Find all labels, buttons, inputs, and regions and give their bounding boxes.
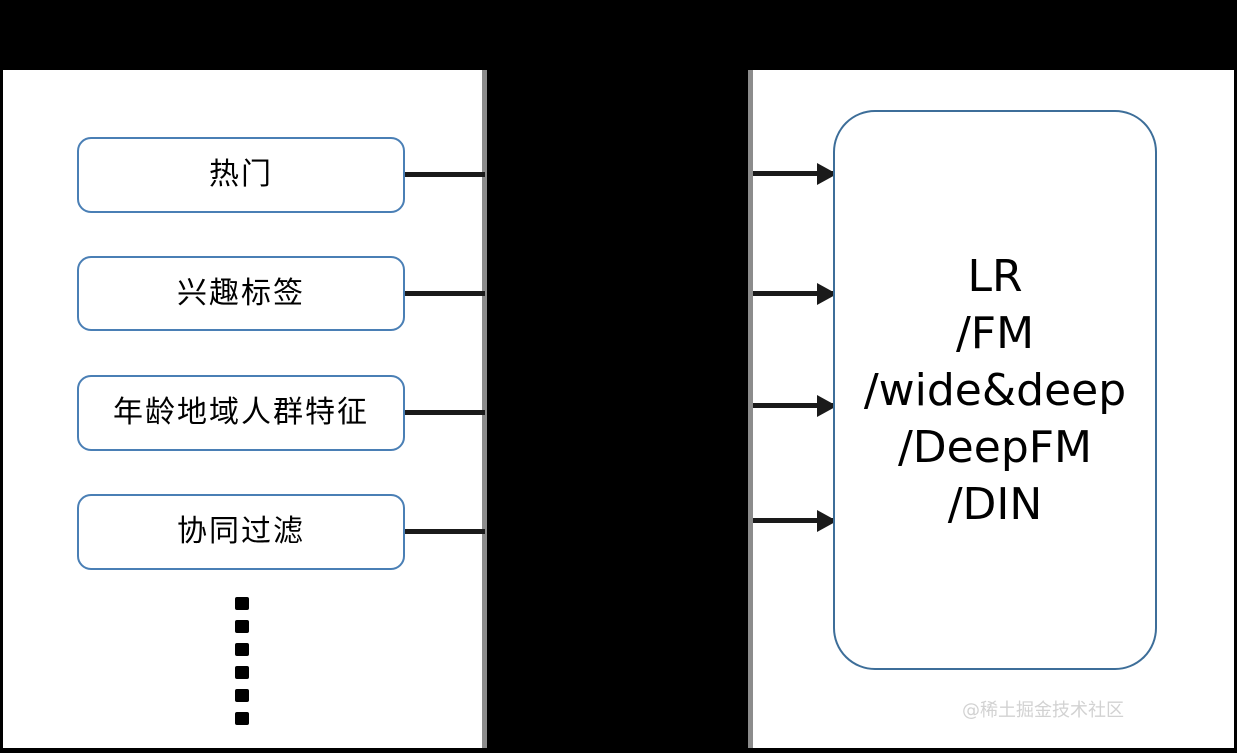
- ellipsis-dot: [235, 712, 249, 725]
- vertical-ellipsis-icon: [235, 597, 249, 725]
- arrow-head-icon: [817, 509, 837, 532]
- ellipsis-dot: [235, 689, 249, 702]
- ellipsis-dot: [235, 643, 249, 656]
- ellipsis-dot: [235, 666, 249, 679]
- connector-line-3: [405, 410, 485, 415]
- ranking-model-box[interactable]: LR /FM /wide&deep /DeepFM /DIN: [833, 110, 1157, 670]
- recall-source-label: 协同过滤: [177, 515, 305, 548]
- model-line: /FM: [955, 307, 1035, 359]
- arrow-icon-2: [753, 282, 837, 305]
- watermark: @稀土掘金技术社区: [962, 700, 1124, 721]
- model-line: /DIN: [947, 478, 1043, 530]
- model-line: /DeepFM: [897, 421, 1093, 473]
- recall-source-box-collaborative-filtering[interactable]: 协同过滤: [77, 494, 405, 570]
- model-line: /wide&deep: [863, 364, 1127, 416]
- arrow-icon-1: [753, 162, 837, 185]
- model-line: LR: [967, 250, 1023, 302]
- arrow-head-icon: [817, 162, 837, 185]
- arrow-head-icon: [817, 282, 837, 305]
- band-edge-right: [748, 70, 753, 748]
- recall-source-box-demographics[interactable]: 年龄地域人群特征: [77, 375, 405, 451]
- connector-line-1: [405, 172, 485, 177]
- band-edge-left: [482, 70, 487, 748]
- recall-source-box-interest-tag[interactable]: 兴趣标签: [77, 256, 405, 331]
- arrow-icon-4: [753, 509, 837, 532]
- recall-source-box-hot[interactable]: 热门: [77, 137, 405, 213]
- recall-source-label: 兴趣标签: [177, 276, 305, 310]
- connector-line-2: [405, 291, 485, 296]
- recall-source-label: 年龄地域人群特征: [113, 396, 369, 429]
- arrow-icon-3: [753, 394, 837, 417]
- arrow-head-icon: [817, 394, 837, 417]
- recall-source-label: 热门: [209, 158, 273, 191]
- ellipsis-dot: [235, 597, 249, 610]
- connector-line-4: [405, 529, 485, 534]
- ellipsis-dot: [235, 620, 249, 633]
